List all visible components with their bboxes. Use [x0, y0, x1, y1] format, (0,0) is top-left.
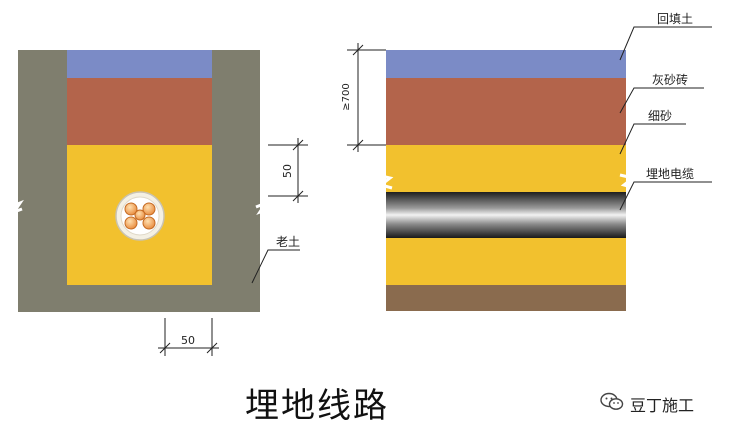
right-break-mark	[255, 199, 270, 216]
backfill-leader	[619, 26, 712, 61]
dim-depth-label: ≥700	[341, 83, 352, 110]
right-right-break	[619, 173, 637, 190]
left-cross-section: 50 50 老土	[9, 50, 308, 356]
left-brick-layer	[67, 78, 212, 145]
right-backfill-layer	[386, 50, 626, 78]
diagram-caption: 埋地线路	[245, 386, 389, 426]
dim-sand-cover-label: 50	[281, 164, 294, 178]
dim-sand-cover	[268, 138, 308, 203]
old-soil-label: 老土	[276, 235, 300, 249]
dim-depth	[347, 43, 386, 152]
dim-sand-side	[158, 318, 219, 356]
cable-bundle	[115, 191, 165, 241]
watermark: 豆丁施工	[600, 392, 694, 416]
left-break-mark	[9, 199, 24, 216]
cable-label: 埋地电缆	[646, 167, 694, 181]
wechat-icon	[600, 392, 624, 416]
backfill-label: 回填土	[657, 12, 693, 26]
right-left-break	[376, 173, 394, 190]
brick-leader	[619, 87, 704, 114]
right-brick-layer	[386, 78, 626, 145]
cable-leader	[619, 181, 712, 211]
right-base-soil	[386, 285, 626, 311]
cable-body	[386, 192, 626, 238]
fine-sand-leader	[619, 123, 686, 155]
watermark-text: 豆丁施工	[630, 396, 695, 415]
left-backfill-layer	[67, 50, 212, 78]
dim-sand-side-label: 50	[181, 334, 195, 347]
right-sand-lower	[386, 238, 626, 285]
fine-sand-label: 细砂	[648, 109, 672, 123]
old-soil-leader	[251, 249, 300, 284]
brick-label: 灰砂砖	[652, 72, 688, 87]
right-sand-upper	[386, 145, 626, 192]
right-long-section: ≥700 回填土 灰砂砖 细砂 埋地电缆	[341, 12, 712, 311]
